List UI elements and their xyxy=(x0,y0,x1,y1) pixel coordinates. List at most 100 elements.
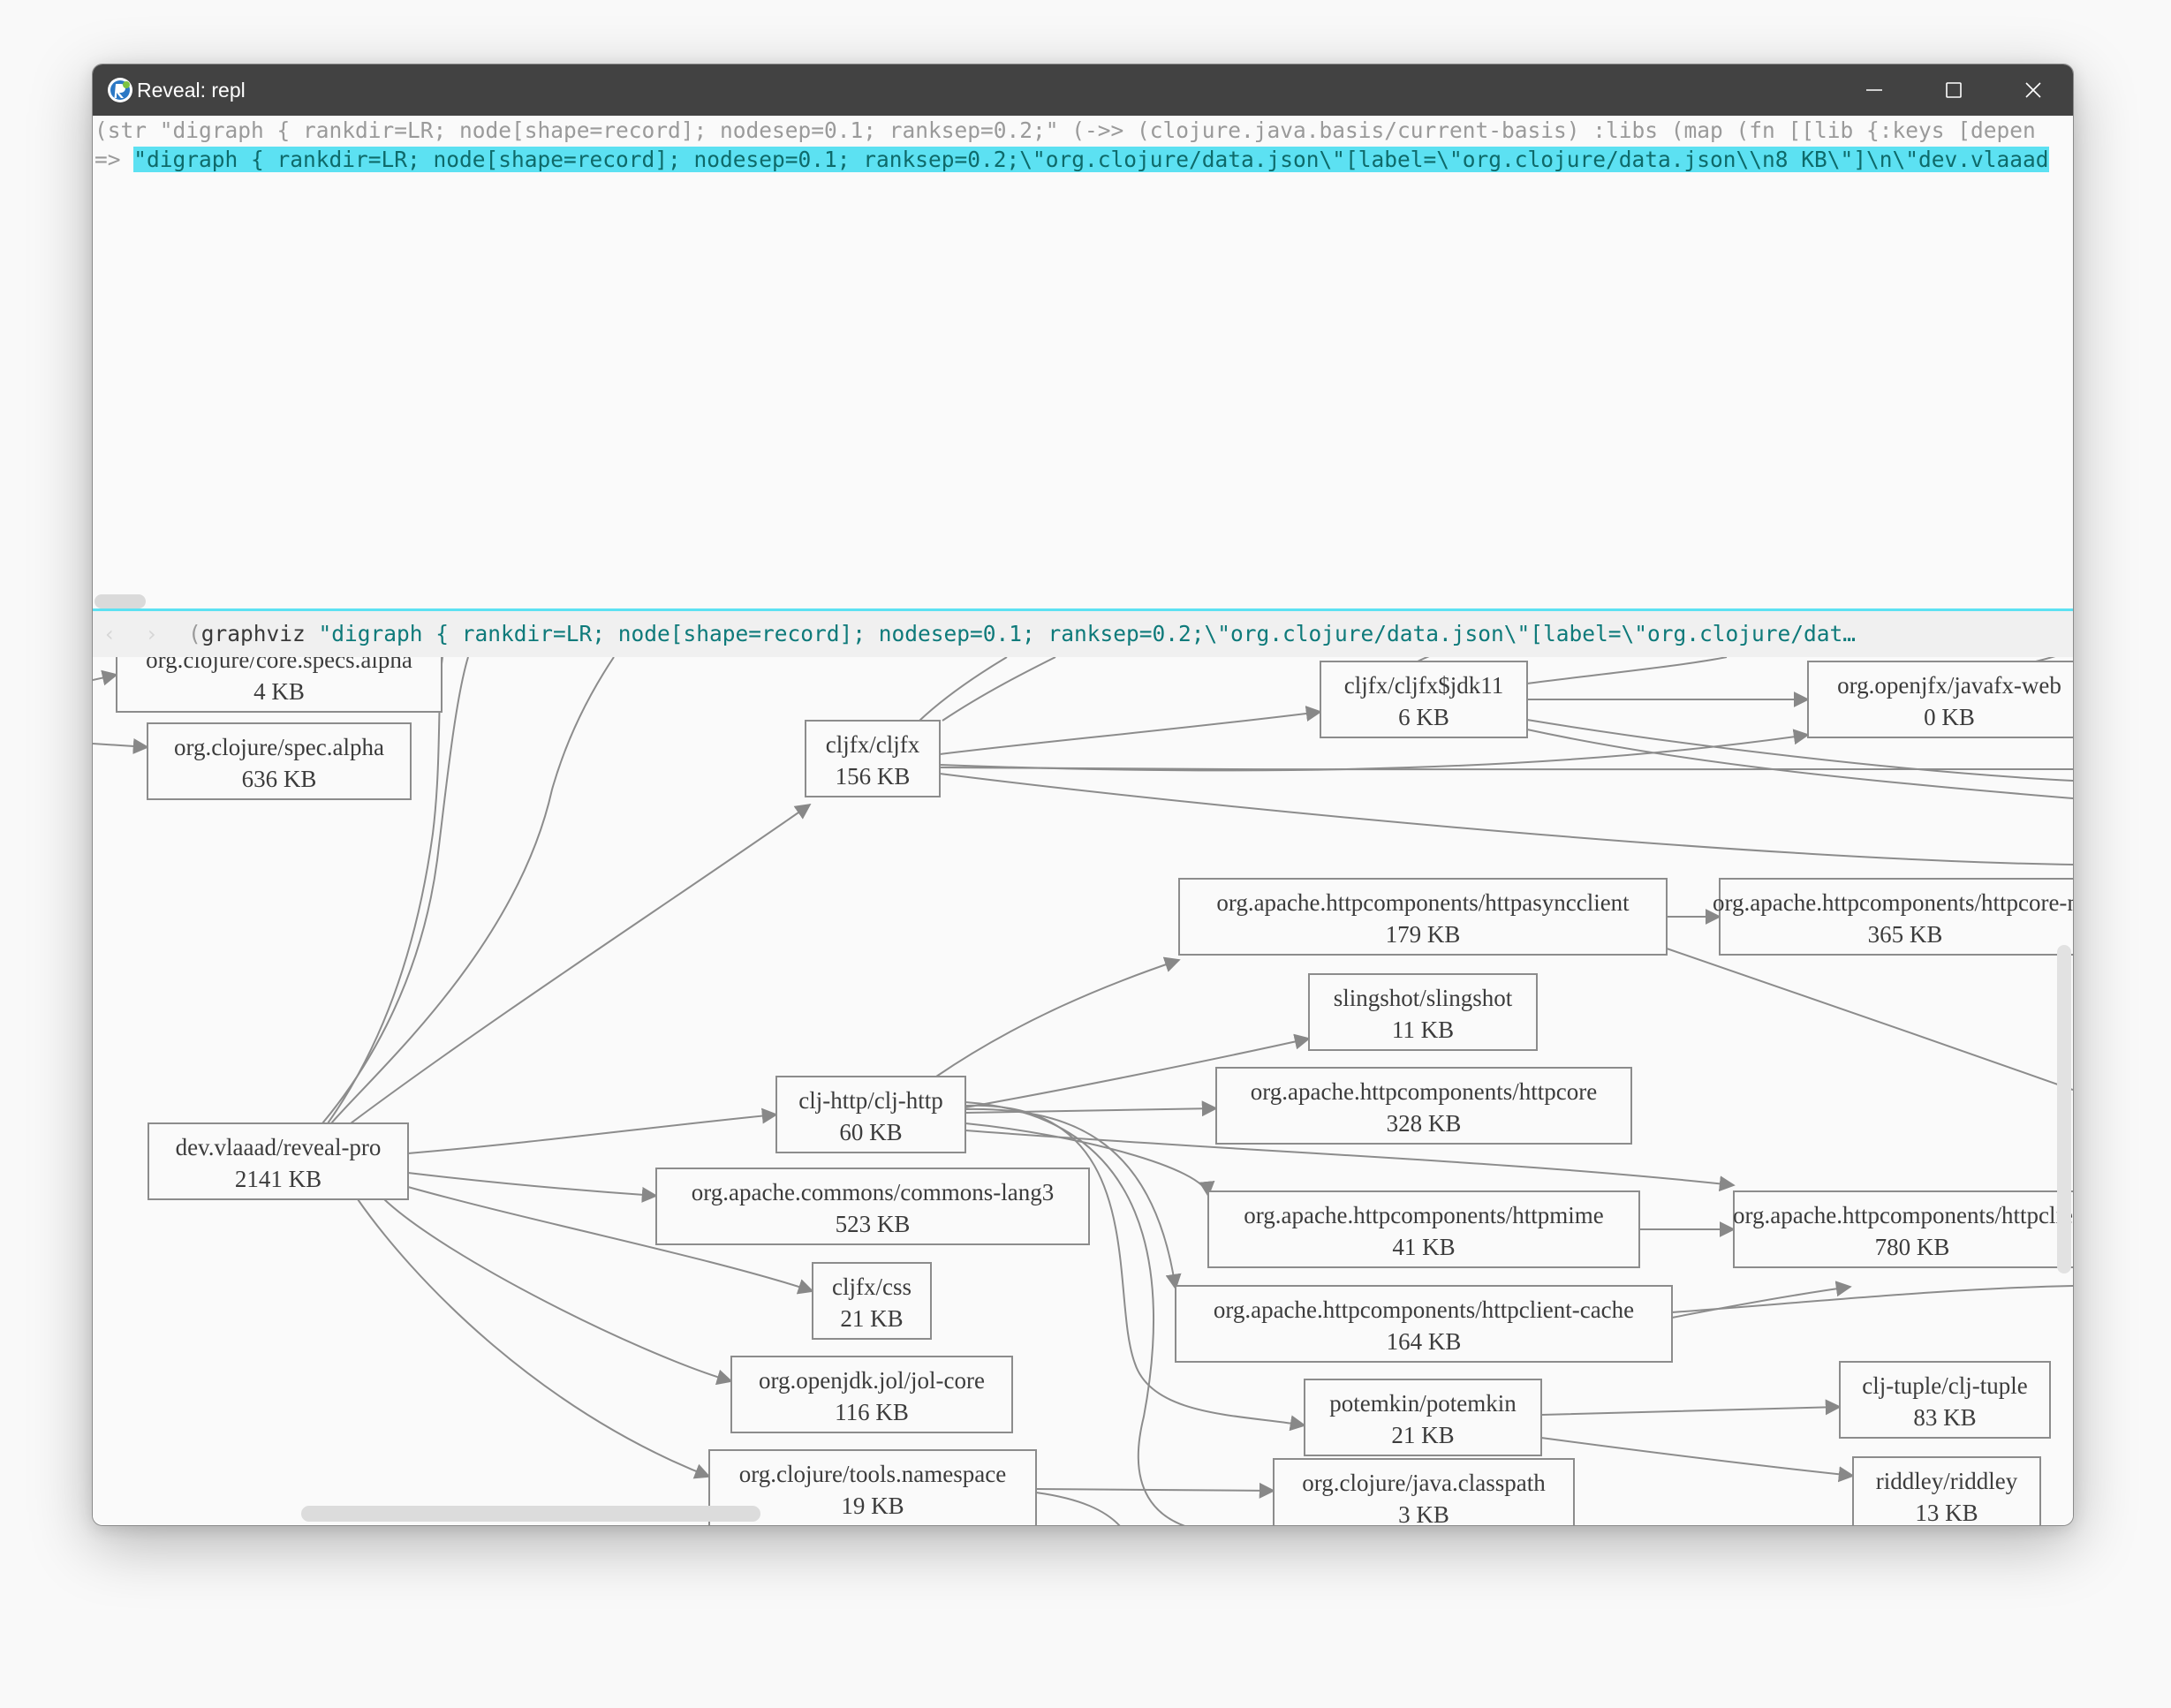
graph-node[interactable]: potemkin/potemkin 21 KB xyxy=(1304,1379,1542,1456)
graph-edge xyxy=(407,1107,778,1154)
graph-node-size: 19 KB xyxy=(841,1493,904,1519)
graph-node-size: 13 KB xyxy=(1915,1500,1978,1525)
graph-node-name: org.apache.httpcomponents/httpclient-cac… xyxy=(1214,1296,1634,1323)
graph-node-size: 3 KB xyxy=(1398,1501,1449,1525)
graph-edge xyxy=(1526,719,2073,782)
back-icon[interactable]: ‹ xyxy=(105,622,114,646)
graph-node-box xyxy=(1719,878,2073,956)
maximize-button[interactable] xyxy=(1914,64,1993,116)
graph-edge xyxy=(2035,657,2055,662)
graph-node-box xyxy=(1308,973,1538,1051)
graph-node-name: slingshot/slingshot xyxy=(1334,985,1513,1011)
graph-node-name: potemkin/potemkin xyxy=(1329,1390,1517,1417)
graph-node-size: 6 KB xyxy=(1398,704,1449,730)
graph-node-box xyxy=(1320,661,1528,738)
graph-node-size: 41 KB xyxy=(1392,1234,1455,1260)
graph-node[interactable]: org.apache.httpcomponents/httpasyncclien… xyxy=(1178,878,1668,956)
forward-icon[interactable]: › xyxy=(148,622,156,646)
graph-node-name: clj-tuple/clj-tuple xyxy=(1862,1372,2027,1399)
graph-edge xyxy=(964,1100,1218,1117)
graph-node-box xyxy=(1839,1361,2051,1439)
graph-node-box xyxy=(805,720,941,797)
graph-edge xyxy=(1526,729,2073,799)
close-button[interactable] xyxy=(1993,64,2073,116)
repl-result-line[interactable]: => "digraph { rankdir=LR; node[shape=rec… xyxy=(95,145,2073,174)
minimize-button[interactable] xyxy=(1834,64,1914,116)
graph-node-box xyxy=(1178,878,1668,956)
graph-edge xyxy=(93,669,118,686)
graph-node-name: org.apache.commons/commons-lang3 xyxy=(692,1179,1054,1205)
graph-node-size: 21 KB xyxy=(1391,1422,1454,1448)
graph-node-box xyxy=(1215,1067,1632,1145)
close-icon xyxy=(2025,82,2041,98)
graph-node[interactable]: clj-tuple/clj-tuple 83 KB xyxy=(1839,1361,2051,1439)
graph-edge xyxy=(93,737,149,754)
graph-edge xyxy=(1671,1285,2073,1313)
graph-node[interactable]: org.apache.httpcomponents/httpmime 41 KB xyxy=(1207,1190,1640,1268)
panel-divider[interactable] xyxy=(93,608,2073,611)
graph-edge xyxy=(964,1033,1311,1108)
graph-node-name: org.apache.httpcomponents/httpmime xyxy=(1244,1202,1603,1228)
graph-node[interactable]: org.apache.httpcomponents/httpclient780 … xyxy=(1733,1190,2073,1268)
graph-edge xyxy=(935,956,1181,1077)
repl-output-panel[interactable]: (str "digraph { rankdir=LR; node[shape=r… xyxy=(93,116,2073,610)
graph-edge xyxy=(350,803,812,1124)
graph-edge xyxy=(939,773,2073,865)
graph-edge xyxy=(964,1104,1306,1432)
graph-node-name: org.apache.httpcomponents/httpasyncclien… xyxy=(1216,889,1630,916)
graph-horizontal-scrollbar[interactable] xyxy=(301,1506,760,1522)
graph-node-size: 523 KB xyxy=(836,1211,911,1237)
graph-node-name: cljfx/cljfx xyxy=(826,731,920,758)
graph-node[interactable]: riddley/riddley 13 KB xyxy=(1852,1456,2041,1525)
title-bar[interactable]: Reveal: repl xyxy=(93,64,2073,116)
graph-node-name: org.openjdk.jol/jol-core xyxy=(759,1367,985,1394)
graph-node-box xyxy=(1733,1190,2073,1268)
graph-edge xyxy=(1540,1399,1842,1416)
result-value[interactable]: "digraph { rankdir=LR; node[shape=record… xyxy=(133,147,2049,172)
graph-node-box xyxy=(812,1262,932,1340)
graph-edge xyxy=(357,1198,711,1479)
graph-node-size: 164 KB xyxy=(1387,1328,1462,1355)
graph-node-name: clj-http/clj-http xyxy=(798,1087,942,1114)
graph-node[interactable]: org.apache.httpcomponents/httpcore-nio36… xyxy=(1713,878,2073,956)
graph-vertical-scrollbar[interactable] xyxy=(2057,945,2071,1273)
graph-node[interactable]: org.apache.commons/commons-lang3 523 KB xyxy=(655,1168,1090,1245)
graph-node[interactable]: org.apache.httpcomponents/httpclient-cac… xyxy=(1175,1285,1673,1363)
graph-node-box xyxy=(147,722,412,800)
graph-node-box xyxy=(1852,1456,2041,1525)
repl-horizontal-scrollbar[interactable] xyxy=(95,594,146,608)
graph-node-name: riddley/riddley xyxy=(1876,1468,2018,1494)
graph-edge xyxy=(383,1198,733,1386)
repl-input-line[interactable]: (str "digraph { rankdir=LR; node[shape=r… xyxy=(95,117,2036,143)
graph-edge xyxy=(321,657,469,1124)
graph-node[interactable]: slingshot/slingshot 11 KB xyxy=(1308,973,1538,1051)
graph-node-box xyxy=(116,657,443,713)
graph-node-size: 11 KB xyxy=(1392,1016,1454,1043)
graph-edge xyxy=(964,1101,1185,1525)
viewer-open-paren: ( xyxy=(188,621,201,646)
graph-node-size: 179 KB xyxy=(1386,921,1461,948)
graph-edge xyxy=(1526,657,1728,684)
graph-edge xyxy=(407,1172,658,1203)
viewer-header: ‹ › (graphviz "digraph { rankdir=LR; nod… xyxy=(93,611,2073,657)
reveal-window: Reveal: repl (str "digraph { rankdir=LR;… xyxy=(92,64,2074,1526)
graph-node-size: 83 KB xyxy=(1913,1404,1976,1431)
graph-node-box xyxy=(1273,1458,1575,1525)
graph-edge xyxy=(942,657,1056,722)
graph-edge xyxy=(1671,1281,1852,1319)
graph-node-size: 4 KB xyxy=(253,678,305,705)
